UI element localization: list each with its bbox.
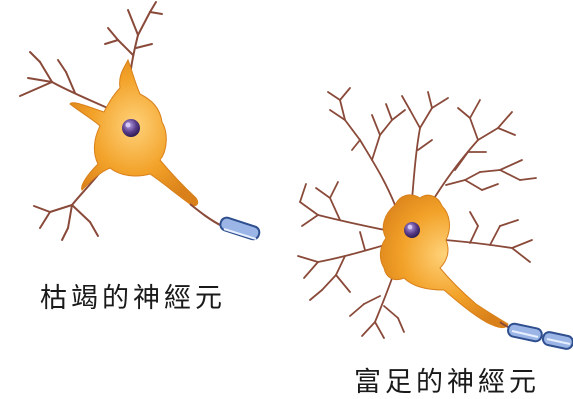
rich-neuron-soma xyxy=(380,195,508,328)
rich-neuron-nucleus xyxy=(404,222,420,238)
rich-neuron-nucleolus xyxy=(408,225,413,230)
rich-neuron-caption: 富足的神經元 xyxy=(354,360,540,399)
withered-neuron xyxy=(20,2,261,241)
withered-neuron-nucleolus xyxy=(126,123,131,128)
withered-neuron-nucleus xyxy=(122,119,140,137)
withered-neuron-axon xyxy=(190,204,222,226)
rich-neuron-myelin xyxy=(507,323,573,350)
withered-neuron-caption: 枯竭的神經元 xyxy=(40,276,226,315)
rich-neuron xyxy=(298,88,573,350)
withered-neuron-myelin xyxy=(219,216,261,241)
